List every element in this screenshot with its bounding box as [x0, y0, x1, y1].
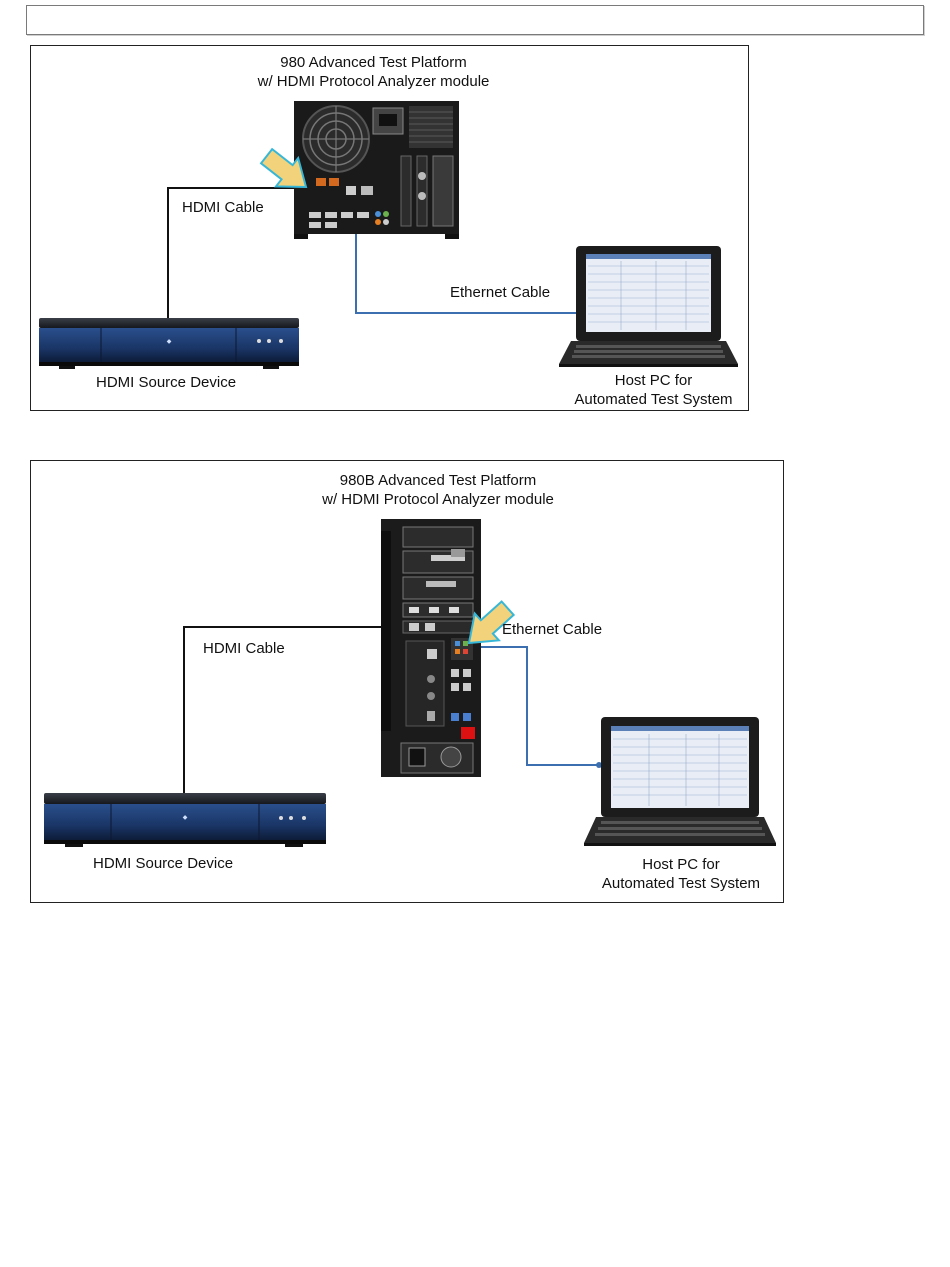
ethernet-cable-label: Ethernet Cable [450, 283, 550, 302]
platform-title-line-2: w/ HDMI Protocol Analyzer module [246, 72, 501, 91]
platform-title-line-1: 980 Advanced Test Platform [246, 53, 501, 72]
diagram-980: ◆ 980 Advanc [30, 45, 749, 411]
hdmi-cable-label: HDMI Cable [182, 198, 264, 217]
platform-title: 980B Advanced Test Platform w/ HDMI Prot… [293, 471, 583, 509]
diagram-980b-illustration: ◆ [31, 461, 783, 902]
platform-title-line-2: w/ HDMI Protocol Analyzer module [293, 490, 583, 509]
host-pc-label-line-1: Host PC for [586, 855, 776, 874]
hdmi-cable-label: HDMI Cable [203, 639, 285, 658]
platform-title-line-1: 980B Advanced Test Platform [293, 471, 583, 490]
platform-title: 980 Advanced Test Platform w/ HDMI Proto… [246, 53, 501, 91]
host-pc-label: Host PC for Automated Test System [566, 371, 741, 409]
host-pc-label-line-2: Automated Test System [586, 874, 776, 893]
ethernet-cable [471, 647, 599, 765]
diagram-980-illustration: ◆ [31, 46, 748, 410]
hdmi-source-device: ◆ [39, 318, 299, 369]
test-platform-980b [381, 519, 481, 777]
ethernet-cable-label: Ethernet Cable [502, 620, 602, 639]
diagram-980b: ◆ 980B Advan [30, 460, 784, 903]
source-device-label: HDMI Source Device [93, 854, 233, 873]
svg-text:◆: ◆ [183, 815, 188, 821]
host-pc-label-line-2: Automated Test System [566, 390, 741, 409]
header-bar [26, 5, 924, 35]
svg-text:◆: ◆ [167, 339, 172, 345]
host-pc-laptop [559, 246, 738, 367]
source-device-label: HDMI Source Device [96, 373, 236, 392]
host-pc-laptop [584, 717, 776, 846]
hdmi-source-device: ◆ [44, 793, 326, 847]
host-pc-label: Host PC for Automated Test System [586, 855, 776, 893]
test-platform-980 [294, 101, 459, 239]
host-pc-label-line-1: Host PC for [566, 371, 741, 390]
